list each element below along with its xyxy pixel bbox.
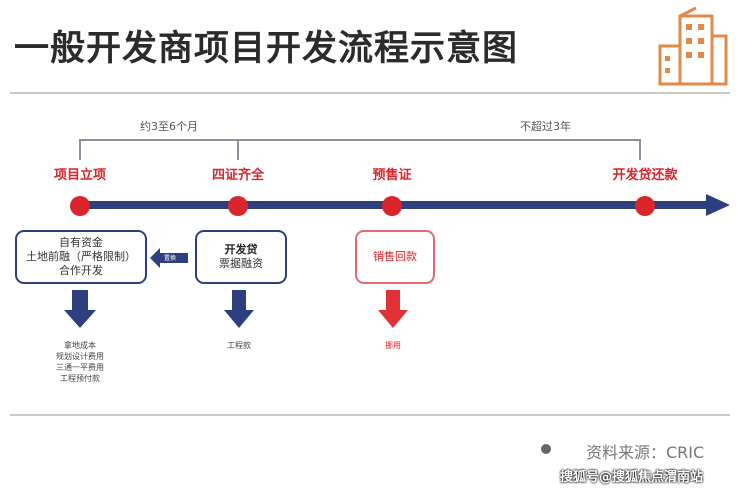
box-title: 开发贷 [224, 243, 258, 256]
use-item: 规划设计费用 [56, 352, 104, 361]
stage-dot [635, 196, 655, 216]
stage-dot [228, 196, 248, 216]
dev-loan-box: 开发贷 票据融资 [195, 230, 287, 284]
sales-box: 销售回款 [355, 230, 435, 284]
stage-label: 四证齐全 [211, 168, 265, 183]
stage-dot [70, 196, 90, 216]
page-title: 一般开发商项目开发流程示意图 [14, 29, 519, 69]
replace-arrow [150, 248, 188, 268]
source-text: 资料来源：CRIC [586, 443, 705, 462]
duration-first: 约3至6个月 [140, 120, 198, 133]
replace-label: 置换 [164, 255, 177, 262]
timeline-arrowhead [706, 194, 730, 216]
stage-label: 开发贷还款 [612, 168, 678, 183]
self-funds-uses: 拿地成本 规划设计费用 三通一平费用 工程预付款 [56, 340, 104, 384]
bullet-icon [541, 444, 551, 454]
stage-label: 预售证 [372, 168, 412, 183]
arrow-down-sales [378, 290, 408, 328]
divider-top [10, 92, 730, 94]
divider-bottom [10, 414, 730, 416]
use-item: 三通一平费用 [56, 363, 104, 372]
box-line: 土地前融（严格限制） [26, 250, 136, 263]
arrow-down-self [64, 290, 96, 328]
use-item: 拿地成本 [64, 341, 96, 350]
dev-loan-use: 工程款 [227, 341, 251, 350]
stage-dot [382, 196, 402, 216]
box-title: 销售回款 [373, 250, 417, 263]
box-subtitle: 票据融资 [219, 257, 263, 270]
self-funds-box: 自有资金 土地前融（严格限制） 合作开发 [15, 230, 147, 284]
stage-label: 项目立项 [53, 168, 107, 183]
use-item: 工程预付款 [60, 374, 100, 383]
box-line: 自有资金 [59, 236, 103, 249]
duration-second: 不超过3年 [520, 120, 571, 133]
arrow-down-loan [224, 290, 254, 328]
building-icon [658, 6, 728, 86]
sales-use: 挪用 [385, 341, 401, 350]
box-line: 合作开发 [59, 264, 103, 277]
watermark: 搜狐号@搜狐焦点渭南站 [560, 470, 704, 485]
